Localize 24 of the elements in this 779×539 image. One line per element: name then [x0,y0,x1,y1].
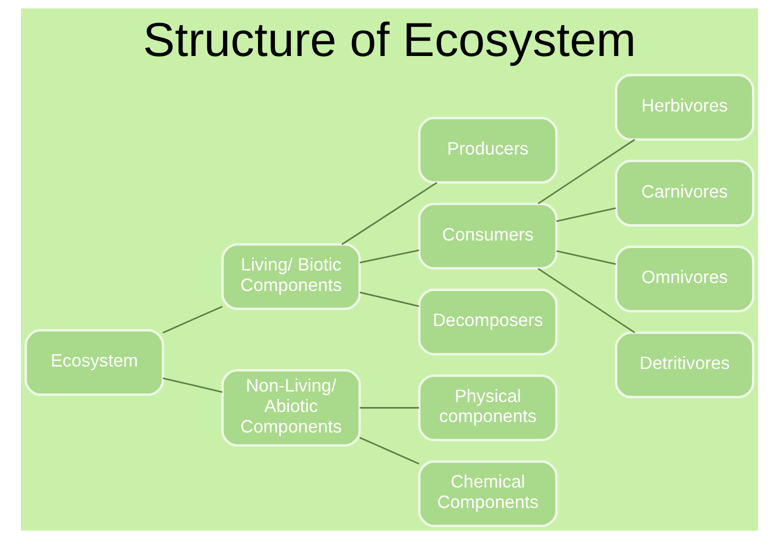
node-box: Omnivores [614,246,754,312]
node-box: Herbivores [614,74,754,141]
node-box: Chemical Components [418,460,558,528]
node-box: Decomposers [418,288,558,356]
node-box: Consumers [418,202,558,270]
connector [538,138,636,204]
diagram-title: Structure of Ecosystem [143,14,636,68]
connector [360,292,420,307]
connector [360,249,420,264]
connector [359,436,420,465]
connector [162,306,223,334]
node-box: Producers [418,116,558,184]
node-box: Ecosystem [24,329,164,396]
connector [538,268,636,334]
connector [556,250,616,265]
node-box: Physical components [418,374,558,442]
connector [360,407,420,409]
connector [556,207,616,222]
node-box: Carnivores [614,160,754,227]
connector [162,377,222,393]
node-box: Non-Living/ Abiotic Components [221,369,361,447]
node-box: Detritivores [614,332,754,398]
connector [341,182,438,246]
node-box: Living/ Biotic Components [221,243,361,310]
